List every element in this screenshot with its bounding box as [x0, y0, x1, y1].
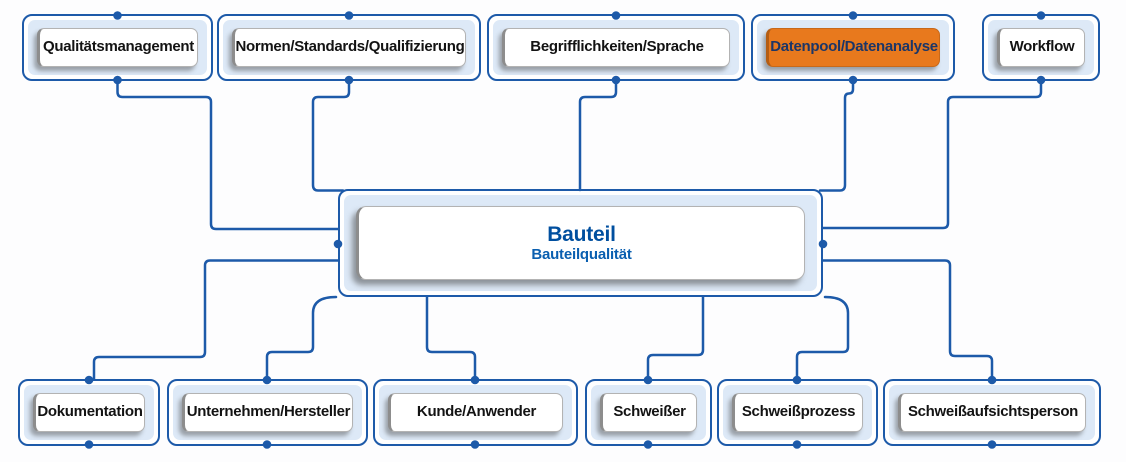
node-schweissprozess: Schweißprozess	[717, 379, 878, 446]
node-label-normen-standards-qualifizierung: Normen/Standards/Qualifizierung	[232, 28, 466, 67]
node-unternehmen-hersteller: Unternehmen/Hersteller	[167, 379, 368, 446]
node-begrifflichkeiten-sprache: Begrifflichkeiten/Sprache	[487, 14, 745, 81]
node-label-qualitaetsmanagement: Qualitätsmanagement	[37, 28, 198, 67]
node-label-schweissprozess: Schweißprozess	[732, 393, 863, 432]
node-bauteil-title: Bauteil	[547, 222, 616, 246]
wire-bauteil-schweissprozess	[795, 295, 850, 381]
wire-workflow-bauteil	[821, 79, 1043, 230]
wire-bauteil-schweisser	[646, 295, 705, 381]
wire-normen-bauteil	[311, 79, 351, 192]
wire-bauteil-schweissaufsichtsperson	[821, 259, 994, 381]
node-bauteil: Bauteil Bauteilqualität	[338, 189, 823, 297]
wire-bauteil-unternehmen	[265, 295, 338, 381]
wire-bauteil-kunde	[425, 295, 477, 381]
wire-begrifflichkeiten-bauteil	[578, 79, 618, 192]
node-workflow: Workflow	[982, 14, 1100, 81]
node-label-workflow: Workflow	[997, 28, 1085, 67]
node-schweissaufsichtsperson: Schweißaufsichtsperson	[883, 379, 1101, 446]
wire-bauteil-dokumentation	[92, 259, 340, 381]
node-normen-standards-qualifizierung: Normen/Standards/Qualifizierung	[217, 14, 481, 81]
node-bauteil-subtitle: Bauteilqualität	[531, 245, 632, 263]
node-kunde-anwender: Kunde/Anwender	[373, 379, 578, 446]
node-label-dokumentation: Dokumentation	[33, 393, 145, 432]
node-qualitaetsmanagement: Qualitätsmanagement	[22, 14, 213, 81]
node-datenpool-datenanalyse: Datenpool/Datenanalyse	[751, 14, 955, 81]
wire-datenpool-bauteil	[818, 79, 855, 192]
wire-qualitaetsmanagement-bauteil	[116, 79, 340, 231]
node-label-schweisser: Schweißer	[600, 393, 697, 432]
node-label-kunde-anwender: Kunde/Anwender	[388, 393, 563, 432]
node-label-datenpool-datenanalyse: Datenpool/Datenanalyse	[766, 28, 940, 67]
node-dokumentation: Dokumentation	[18, 379, 160, 446]
node-label-unternehmen-hersteller: Unternehmen/Hersteller	[182, 393, 353, 432]
node-label-schweissaufsichtsperson: Schweißaufsichtsperson	[898, 393, 1086, 432]
node-label-begrifflichkeiten-sprache: Begrifflichkeiten/Sprache	[502, 28, 730, 67]
node-schweisser: Schweißer	[585, 379, 712, 446]
node-bauteil-button: Bauteil Bauteilqualität	[356, 206, 805, 280]
